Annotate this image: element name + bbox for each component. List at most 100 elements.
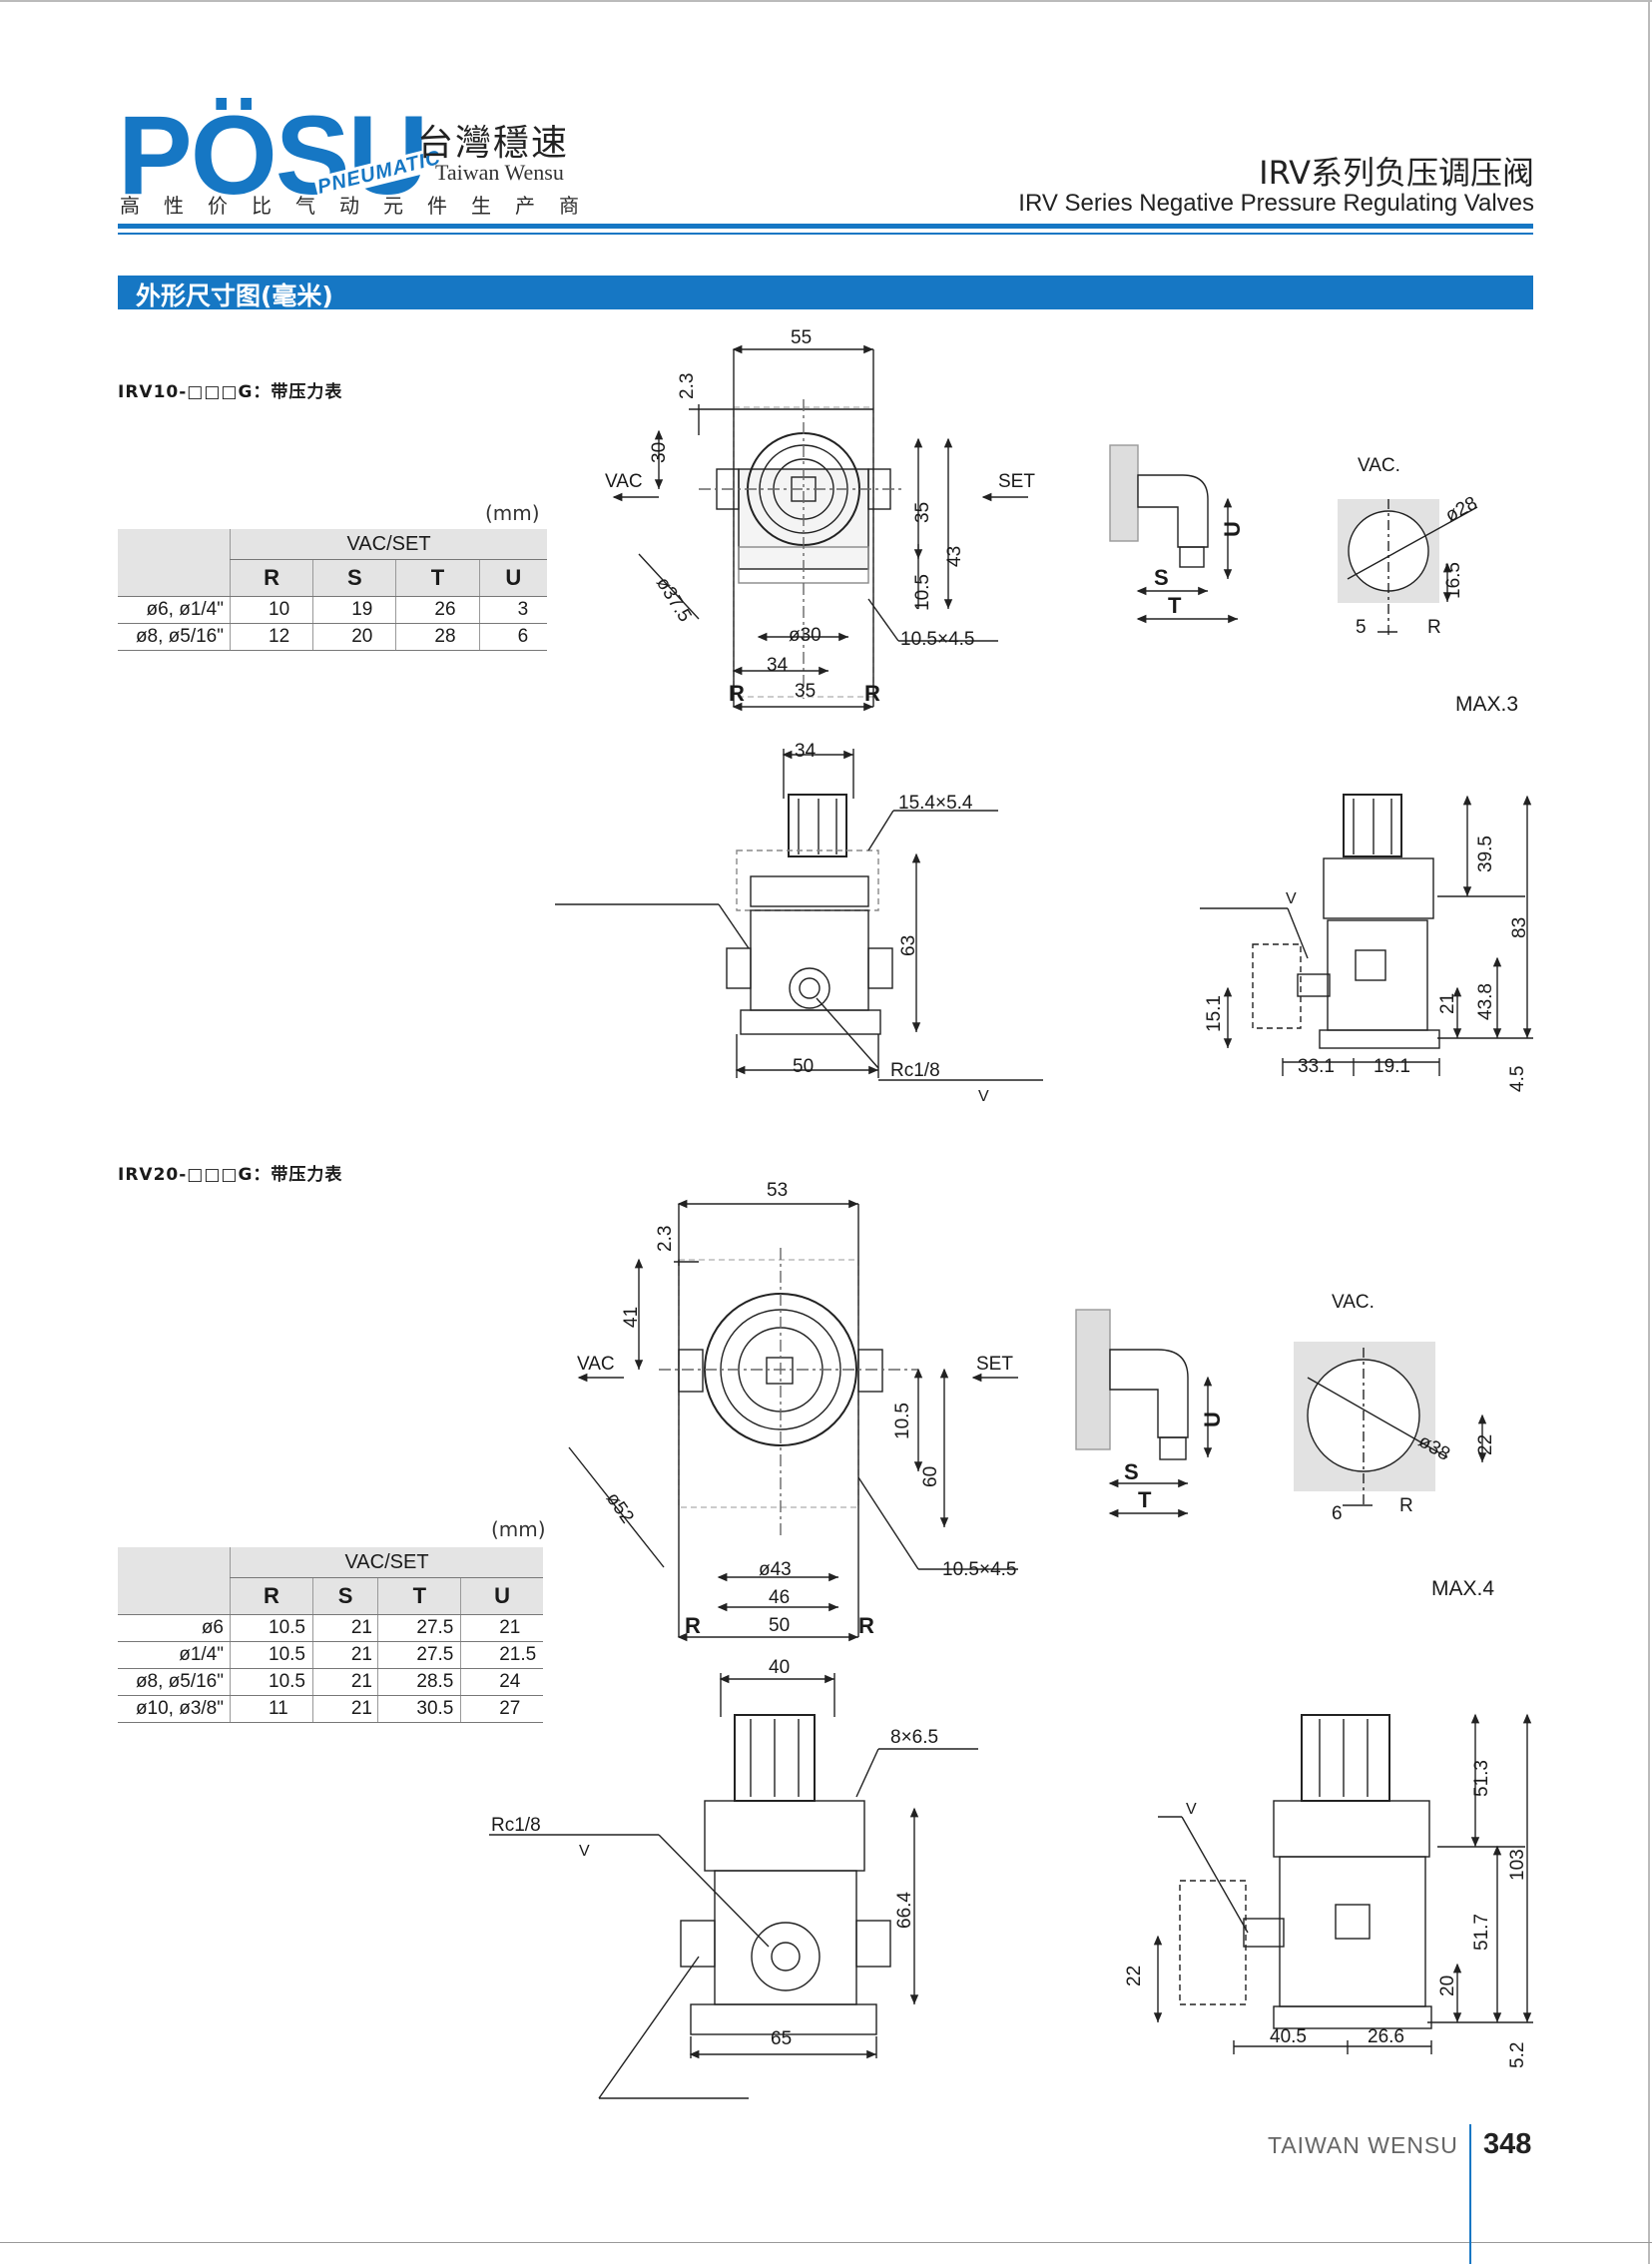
- dim-label: 20: [1437, 1975, 1458, 1996]
- dim-label: R: [685, 1613, 701, 1638]
- irv20-fitting-view: [1075, 1309, 1213, 1518]
- dim-label: R: [729, 681, 745, 706]
- dim-label: 39.5: [1475, 836, 1496, 872]
- dim-label: 63: [898, 934, 919, 956]
- irv10-top-view: [612, 344, 1028, 712]
- set-label: SET: [998, 471, 1035, 492]
- table-row: ø6, ø1/4" 10 19 26 3: [118, 596, 547, 624]
- dim-label: 41: [621, 1306, 642, 1328]
- dim-label: 30: [649, 441, 670, 463]
- col-header: S: [311, 1577, 378, 1615]
- logo-word: PÖSU: [118, 93, 428, 218]
- irv20-top-view: [568, 1199, 1018, 1642]
- page-number: 348: [1483, 2128, 1532, 2160]
- dim-label: 46: [769, 1587, 791, 1608]
- dim-label: 35: [912, 501, 933, 523]
- dim-label: 35: [795, 681, 817, 702]
- dim-label: Rc1/8: [491, 1815, 541, 1836]
- col-header: R: [230, 1577, 313, 1615]
- header-rule-thick: [118, 224, 1533, 229]
- dim-label: U: [1220, 521, 1245, 537]
- footer-divider: [1469, 2124, 1471, 2264]
- irv10-gauge-view: [1338, 499, 1478, 639]
- gauge-vac-label: VAC.: [1332, 1292, 1375, 1313]
- col-header: R: [229, 559, 313, 597]
- dim-label: 60: [920, 1465, 941, 1487]
- table-group-header: VAC/SET: [230, 1547, 543, 1578]
- dim-label: 19.1: [1374, 1056, 1410, 1077]
- company-slogan: 高性价比气动元件生产商: [120, 194, 603, 218]
- section-title: 外形尺寸图(毫米): [136, 282, 333, 310]
- table-row: ø6 10.5 21 27.5 21: [118, 1614, 543, 1642]
- dim-label: V: [1186, 1801, 1197, 1818]
- section-title-band: 外形尺寸图(毫米): [118, 276, 1533, 310]
- irv10-front-view: [555, 749, 1043, 1081]
- dim-label: 43.8: [1475, 983, 1496, 1020]
- frame-top: [0, 0, 1652, 2]
- irv20-model-label: IRV20-□□□G：带压力表: [118, 1165, 343, 1185]
- gauge-max-label: MAX.4: [1431, 1577, 1495, 1600]
- dim-label: Rc1/8: [890, 1060, 940, 1081]
- brand-logo: PÖSU PNEUMATIC 台灣穩速 Taiwan Wensu: [118, 93, 577, 218]
- dim-label: T: [1138, 1487, 1152, 1512]
- dim-label: V: [978, 1088, 989, 1105]
- dim-label: 34: [767, 655, 789, 676]
- dim-label: R: [864, 681, 880, 706]
- row-size: ø6, ø1/4": [118, 596, 231, 624]
- vac-label: VAC: [577, 1354, 615, 1375]
- dim-label: 55: [791, 327, 813, 348]
- dim-label: V: [579, 1843, 590, 1860]
- row-size: ø8, ø5/16": [118, 623, 231, 651]
- irv10-fitting-view: [1109, 444, 1238, 624]
- irv20-side-view: [1153, 1713, 1533, 2054]
- dim-label: 53: [767, 1180, 789, 1201]
- dim-label: 103: [1507, 1849, 1528, 1881]
- irv20-dimension-table: VAC/SET R S T U ø6 10.5 21 27.5 21 ø1/4"…: [118, 1547, 543, 1723]
- irv10-side-view: [1200, 794, 1533, 1076]
- dim-label: 83: [1509, 916, 1530, 938]
- dim-label: 6: [1332, 1503, 1343, 1524]
- dim-label: 40: [769, 1657, 791, 1678]
- footer-brand: TAIWAN WENSU: [1268, 2132, 1458, 2158]
- table-row: ø8, ø5/16" 10.5 21 28.5 24: [118, 1668, 543, 1696]
- dim-label: 15.4×5.4: [898, 793, 973, 814]
- dim-label: R: [1399, 1495, 1413, 1516]
- company-name-en: Taiwan Wensu: [435, 160, 564, 185]
- frame-right: [1648, 0, 1650, 2264]
- irv20-unit: (mm): [491, 1517, 546, 1541]
- table-row: ø8, ø5/16" 12 20 28 6: [118, 623, 547, 651]
- set-label: SET: [976, 1354, 1013, 1375]
- company-name-cn: 台灣穩速: [417, 123, 570, 164]
- dim-label: 50: [769, 1615, 791, 1636]
- dim-label: T: [1168, 593, 1182, 618]
- dim-label: 5.2: [1507, 2041, 1528, 2068]
- dim-label: 2.3: [655, 1225, 676, 1252]
- dim-label: ø30: [789, 625, 822, 646]
- dim-label: 21: [1437, 992, 1458, 1014]
- dim-label: 34: [795, 741, 817, 762]
- gauge-max-label: MAX.3: [1455, 693, 1519, 716]
- gauge-vac-label: VAC.: [1358, 455, 1400, 476]
- dim-label: ø43: [759, 1559, 792, 1580]
- dim-label: 43: [944, 545, 965, 567]
- dim-label: 51.7: [1471, 1914, 1492, 1951]
- table-row: ø1/4" 10.5 21 27.5 21.5: [118, 1641, 543, 1669]
- dim-label: 33.1: [1298, 1056, 1335, 1077]
- table-row: ø10, ø3/8" 11 21 30.5 27: [118, 1695, 543, 1723]
- dim-label: 22: [1475, 1433, 1496, 1455]
- dim-label: 10.5×4.5: [942, 1559, 1017, 1580]
- dim-label: 2.3: [677, 372, 698, 399]
- dim-label: 40.5: [1270, 2026, 1307, 2047]
- table-group-header: VAC/SET: [230, 529, 547, 560]
- dim-label: S: [1124, 1459, 1139, 1484]
- irv10-model-label: IRV10-□□□G：带压力表: [118, 382, 343, 402]
- col-header: U: [460, 1577, 543, 1615]
- dim-label: 10.5: [912, 574, 933, 611]
- dim-label: 15.1: [1204, 995, 1225, 1032]
- col-header: S: [312, 559, 396, 597]
- dim-label: S: [1154, 565, 1169, 590]
- dim-label: 66.4: [894, 1892, 915, 1929]
- dim-label: 8×6.5: [890, 1727, 939, 1748]
- dim-label: 51.3: [1471, 1760, 1492, 1797]
